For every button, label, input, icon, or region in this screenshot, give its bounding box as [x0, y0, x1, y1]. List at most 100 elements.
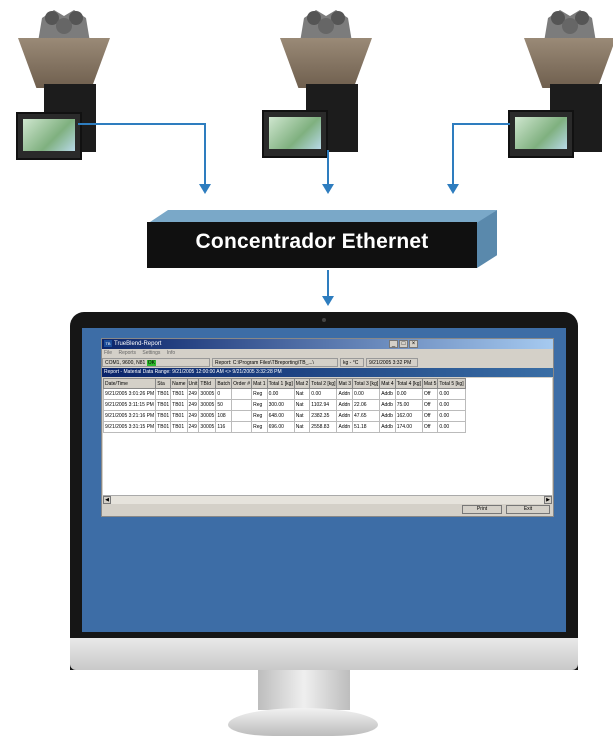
table-cell: 30005 — [198, 410, 217, 422]
arrow-down-icon — [322, 184, 334, 194]
blender-left — [14, 8, 114, 152]
connector-right-v — [452, 123, 454, 185]
table-cell: TB01 — [155, 388, 172, 400]
connector-right-h — [452, 123, 510, 125]
table-cell — [231, 399, 253, 411]
camera-icon — [322, 318, 326, 322]
table-cell: 174.00 — [394, 421, 423, 433]
button-bar: Print Exit — [102, 504, 553, 515]
table-cell: 75.00 — [394, 399, 423, 411]
table-cell: Addb — [379, 421, 396, 433]
column-header[interactable]: Total 1 [kg] — [266, 378, 295, 389]
table-cell: TB01 — [170, 410, 188, 422]
column-header[interactable]: Total 2 [kg] — [309, 378, 338, 389]
concentrator-side — [477, 210, 497, 268]
close-button[interactable]: × — [409, 340, 418, 348]
port-status: COM1, 9600, N81 OK — [102, 358, 210, 367]
exit-button[interactable]: Exit — [506, 505, 550, 514]
table-cell: 300.00 — [266, 399, 295, 411]
monitor-stand — [228, 708, 378, 736]
column-header[interactable]: Total 5 [kg] — [437, 378, 466, 389]
maximize-button[interactable]: □ — [399, 340, 408, 348]
table-cell: 0.00 — [351, 388, 381, 400]
column-header[interactable]: Total 3 [kg] — [351, 378, 381, 389]
table-cell: 0.00 — [437, 388, 466, 400]
table-cell: 0.00 — [266, 388, 295, 400]
menu-settings[interactable]: Settings — [142, 350, 161, 356]
report-path: Report: C:\Program Files\TBreporting\TB_… — [212, 358, 338, 367]
column-header[interactable]: Sta — [155, 378, 172, 389]
report-header: Report - Material Data Range: 9/21/2005 … — [102, 368, 553, 377]
menu-file[interactable]: File — [104, 350, 113, 356]
table-cell: 30005 — [198, 399, 217, 411]
table-cell: Addn — [336, 399, 353, 411]
menu-info[interactable]: Info — [166, 350, 176, 356]
scroll-right-icon[interactable]: ▶ — [544, 496, 552, 504]
table-cell — [231, 410, 253, 422]
arrow-down-icon — [199, 184, 211, 194]
port-text: COM1, 9600, N81 — [105, 360, 146, 366]
table-cell: Reg — [251, 399, 268, 411]
table-cell: 108 — [215, 410, 233, 422]
column-header[interactable]: Mat 1 — [251, 378, 268, 389]
blender-body — [280, 38, 372, 88]
table-cell: 648.00 — [266, 410, 295, 422]
touch-panel-middle — [262, 110, 328, 158]
minimize-button[interactable]: _ — [389, 340, 398, 348]
blender-body — [18, 38, 110, 88]
table-cell: TB01 — [155, 421, 172, 433]
print-button[interactable]: Print — [462, 505, 502, 514]
column-header[interactable]: Date/Time — [103, 378, 157, 389]
table-cell: 9/21/2005 3:31:15 PM — [103, 421, 157, 433]
table-cell: Off — [421, 399, 439, 411]
touch-panel-left — [16, 112, 82, 160]
column-header[interactable]: Mat 2 — [293, 378, 311, 389]
table-cell: 9/21/2005 3:11:15 PM — [103, 399, 157, 411]
table-cell: 249 — [186, 410, 200, 422]
status-bar: COM1, 9600, N81 OK Report: C:\Program Fi… — [102, 358, 553, 367]
menu-bar: File Reports Settings Info — [104, 350, 180, 356]
column-header[interactable]: Batch — [215, 378, 233, 389]
table-cell: 9/21/2005 3:21:16 PM — [103, 410, 157, 422]
table-cell: 47.65 — [351, 410, 381, 422]
table-cell: Off — [421, 388, 439, 400]
column-header[interactable]: Mat 3 — [336, 378, 353, 389]
hopper-icon — [300, 10, 352, 42]
column-header[interactable]: Unit — [186, 378, 200, 389]
table-cell: 2558.83 — [309, 421, 338, 433]
concentrator-label: Concentrador Ethernet — [195, 230, 429, 253]
table-cell: Addb — [379, 399, 396, 411]
table-cell: 2382.35 — [309, 410, 338, 422]
column-header[interactable]: Mat 5 — [421, 378, 439, 389]
table-cell: Reg — [251, 388, 268, 400]
column-header[interactable]: Mat 4 — [379, 378, 396, 389]
table-cell: TB01 — [155, 399, 172, 411]
table-cell: 22.06 — [351, 399, 381, 411]
column-header[interactable]: Name — [170, 378, 188, 389]
column-header[interactable]: Total 4 [kg] — [394, 378, 423, 389]
window-title: TrueBlend-Report — [114, 341, 162, 347]
table-cell: 249 — [186, 421, 200, 433]
column-header[interactable]: Order # — [231, 378, 253, 389]
table-cell: Nat — [293, 410, 311, 422]
horizontal-scrollbar[interactable]: ◀ ▶ — [103, 495, 552, 504]
column-header[interactable]: TBId — [198, 378, 217, 389]
app-icon: TB — [104, 340, 112, 347]
arrow-down-icon — [447, 184, 459, 194]
blender-body — [524, 38, 613, 88]
table-cell — [231, 388, 253, 400]
connector-middle-v — [327, 150, 329, 185]
menu-reports[interactable]: Reports — [118, 350, 136, 356]
table-cell: 0.00 — [437, 410, 466, 422]
scroll-left-icon[interactable]: ◀ — [103, 496, 111, 504]
